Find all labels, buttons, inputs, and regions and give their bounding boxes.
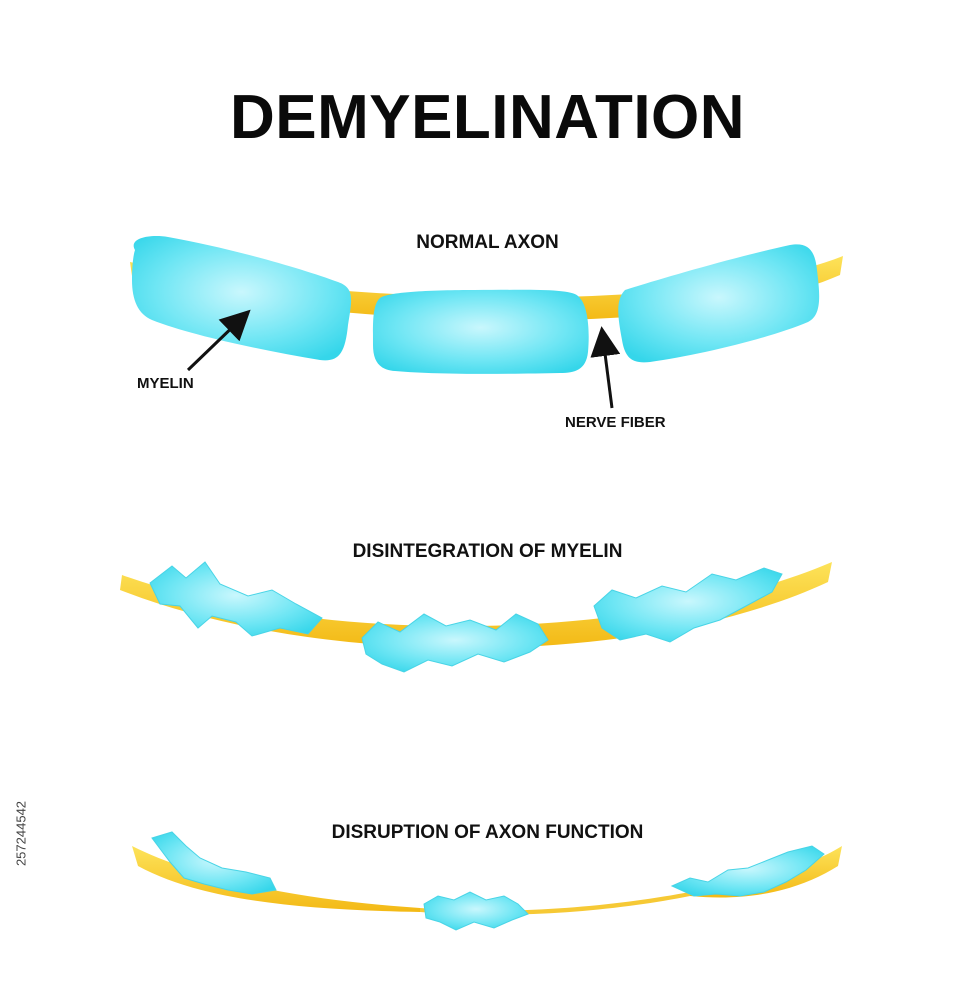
stock-id-text: 257244542: [13, 800, 29, 867]
myelin-fragment-3: [593, 567, 783, 643]
fragmented-myelin: [149, 561, 783, 673]
myelin-segment-1: [132, 236, 352, 361]
myelin-label: MYELIN: [137, 375, 194, 392]
disruption-stage: [132, 831, 842, 931]
myelin-fragment-2: [361, 613, 549, 673]
stage-heading-disruption: DISRUPTION OF AXON FUNCTION: [331, 822, 644, 843]
degraded-myelin: [151, 831, 825, 931]
myelin-fragment-1: [149, 561, 323, 637]
myelin-segment-2: [372, 289, 589, 374]
page-title: DEMYELINATION: [229, 83, 746, 152]
myelin-segment-3: [618, 244, 820, 363]
myelin-sheath-segments: [132, 236, 820, 374]
stock-id-watermark: 257244542: [6, 766, 29, 916]
disintegration-stage: [120, 561, 832, 673]
stage-heading-normal-axon: NORMAL AXON: [416, 232, 559, 253]
myelin-remnant-1: [151, 831, 277, 895]
myelin-arrow: [186, 309, 251, 372]
nerve-fiber-label: NERVE FIBER: [565, 414, 666, 431]
normal-axon: [130, 236, 843, 409]
stage-heading-disintegration: DISINTEGRATION OF MYELIN: [352, 541, 623, 562]
myelin-remnant-3: [670, 845, 825, 897]
nerve-fiber-arrow: [590, 326, 621, 409]
myelin-remnant-2: [423, 891, 529, 931]
